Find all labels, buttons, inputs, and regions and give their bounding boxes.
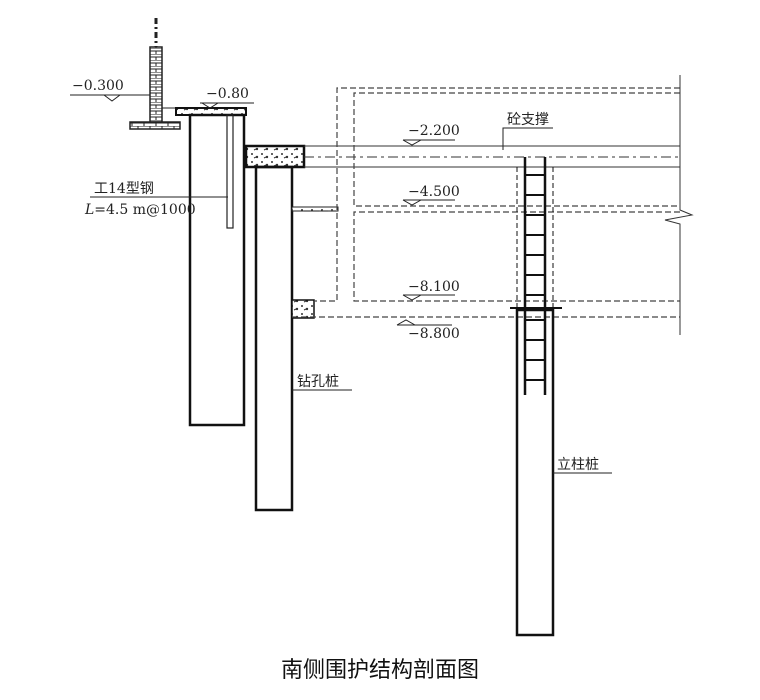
excavation-outline: [292, 87, 680, 318]
svg-text:立柱桩: 立柱桩: [557, 456, 599, 473]
elevation-level-3: −8.100: [402, 279, 460, 301]
svg-text:−8.100: −8.100: [408, 279, 460, 295]
svg-text:钻孔桩: 钻孔桩: [297, 373, 339, 390]
elevation-strut: −2.200: [402, 123, 460, 146]
svg-text:−0.300: −0.300: [72, 78, 124, 94]
cap-beam-2: [244, 144, 306, 169]
bored-pile-1: [188, 113, 246, 427]
elevation-level-2: −4.500: [402, 184, 460, 206]
svg-text:−8.800: −8.800: [408, 326, 460, 342]
steel-label: 工14型钢 L=4.5 m@1000: [84, 181, 228, 218]
elevation-cap: −0.80: [200, 86, 254, 109]
break-line: [664, 75, 694, 335]
bored-pile-label: 钻孔桩: [292, 373, 352, 391]
svg-text:−4.500: −4.500: [408, 184, 460, 200]
svg-text:−2.200: −2.200: [408, 123, 460, 139]
svg-text:砼支撑: 砼支撑: [507, 112, 549, 128]
elevation-ground: −0.300: [70, 78, 150, 102]
brick-wall: [129, 18, 181, 130]
h-steel: [226, 114, 234, 229]
concrete-strut: [304, 145, 680, 168]
lattice-column: [510, 157, 562, 395]
column-pile-label: 立柱桩: [553, 456, 612, 474]
svg-text:L=4.5 m@1000: L=4.5 m@1000: [84, 202, 196, 218]
bored-pile-2: [254, 165, 294, 512]
waler-3: [291, 299, 315, 319]
column-pile: [515, 308, 555, 637]
drawing-title: 南侧围护结构剖面图: [281, 658, 479, 683]
svg-text:−0.80: −0.80: [206, 86, 249, 102]
svg-text:工14型钢: 工14型钢: [94, 181, 154, 197]
strut-label: 砼支撑: [502, 112, 553, 150]
elevation-bottom: −8.800: [396, 319, 460, 342]
